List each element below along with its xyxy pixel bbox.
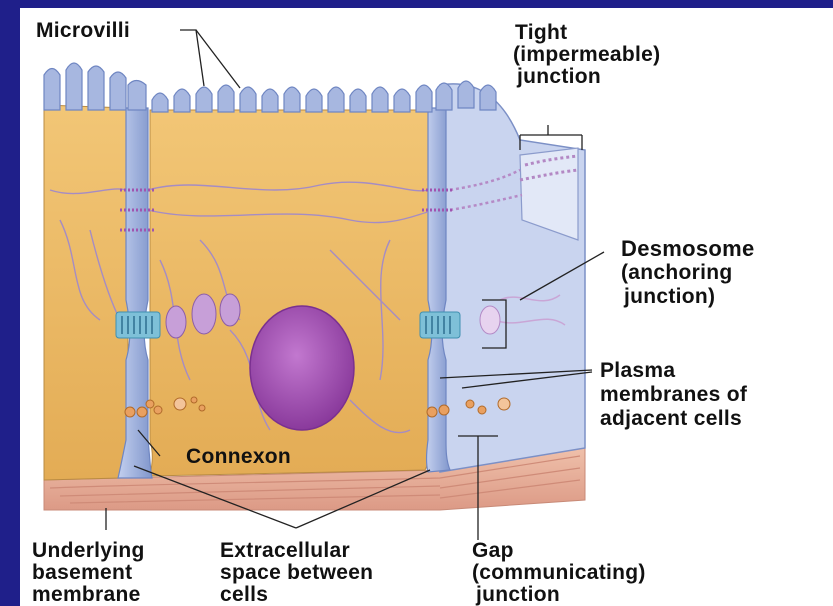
microvilli <box>44 63 496 112</box>
label-extracellular-space-2: space between <box>220 562 373 584</box>
label-desmosome-word: junction) <box>624 286 715 308</box>
label-basement-membrane-2: basement <box>32 562 132 584</box>
label-tight-junction-title: Tight <box>515 22 567 44</box>
label-basement-membrane-1: Underlying <box>32 540 145 562</box>
label-gap-junction-word: junction <box>476 584 560 606</box>
nucleus <box>250 306 354 430</box>
label-plasma-membranes-2: membranes of <box>600 384 747 406</box>
label-basement-membrane-3: membrane <box>32 584 141 606</box>
label-desmosome-desc: (anchoring <box>621 262 733 284</box>
label-connexon: Connexon <box>186 446 291 468</box>
label-microvilli: Microvilli <box>36 20 130 42</box>
left-cell <box>44 105 128 480</box>
label-plasma-membranes-3: adjacent cells <box>600 408 742 430</box>
right-cell-membrane-view <box>440 84 585 472</box>
label-extracellular-space-1: Extracellular <box>220 540 350 562</box>
label-tight-junction-word: junction <box>517 66 601 88</box>
label-tight-junction-desc: (impermeable) <box>513 44 660 66</box>
label-gap-junction-desc: (communicating) <box>472 562 646 584</box>
label-extracellular-space-3: cells <box>220 584 268 606</box>
label-desmosome-title: Desmosome <box>621 238 755 260</box>
label-plasma-membranes-1: Plasma <box>600 360 675 382</box>
label-gap-junction-title: Gap <box>472 540 514 562</box>
